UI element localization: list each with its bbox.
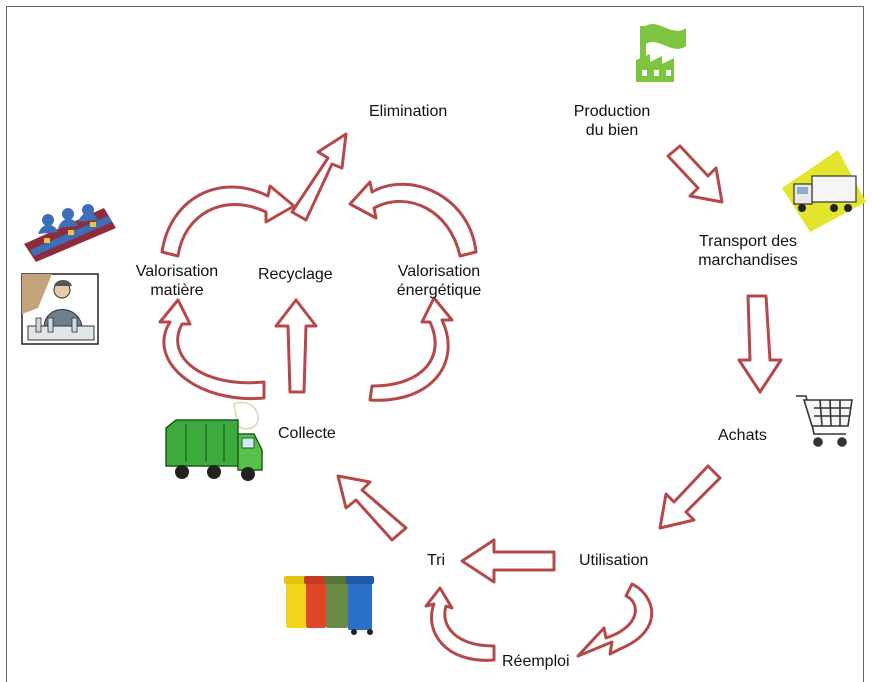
arrow-recyclage-elimination: [290, 132, 348, 222]
node-collecte: Collecte: [278, 425, 336, 442]
arrow-collecte-matiere: [158, 298, 266, 401]
node-valorisation-matiere: Valorisation matière: [124, 262, 230, 300]
arrow-collecte-recyclage: [274, 298, 318, 394]
node-transport-line2: marchandises: [698, 252, 798, 269]
truck-icon: [782, 150, 866, 232]
node-valorisation-matiere-line2: matière: [150, 282, 204, 299]
node-transport: Transport des marchandises: [680, 232, 816, 270]
garbage-truck-icon: [165, 401, 263, 481]
arrow-reemploi-tri: [424, 586, 496, 662]
node-transport-line1: Transport des: [698, 233, 798, 250]
node-valorisation-matiere-line1: Valorisation: [135, 263, 219, 280]
arrow-utilisation-tri: [460, 538, 556, 584]
arrow-matiere-recyclage: [160, 184, 296, 258]
arrow-production-transport: [666, 144, 724, 204]
arrow-utilisation-reemploi: [576, 582, 654, 658]
node-production: Production du bien: [566, 102, 658, 140]
arrow-energetique-recyclage: [348, 180, 478, 258]
diagram-frame: [6, 6, 864, 682]
node-valorisation-energetique: Valorisation énergétique: [384, 262, 494, 300]
node-utilisation: Utilisation: [579, 552, 649, 569]
node-valorisation-energetique-line2: énergétique: [396, 282, 482, 299]
factory-icon: [636, 24, 686, 82]
node-tri: Tri: [427, 552, 446, 569]
node-recyclage: Recyclage: [258, 266, 333, 283]
node-reemploi: Réemploi: [502, 653, 570, 670]
node-achats: Achats: [718, 427, 767, 444]
arrow-transport-achats: [737, 294, 783, 394]
node-elimination: Elimination: [369, 103, 448, 120]
arrow-tri-collecte: [336, 474, 408, 542]
arrow-achats-utilisation: [658, 464, 722, 530]
node-valorisation-energetique-line1: Valorisation: [397, 263, 481, 280]
worker-icon: [21, 273, 99, 345]
sorting-workers-icon: [24, 204, 116, 262]
shopping-cart-icon: [796, 395, 853, 447]
node-production-line1: Production: [573, 103, 651, 120]
node-production-line2: du bien: [585, 122, 639, 139]
recycling-bins-icon: [284, 576, 374, 635]
arrow-collecte-energetique: [368, 296, 454, 402]
